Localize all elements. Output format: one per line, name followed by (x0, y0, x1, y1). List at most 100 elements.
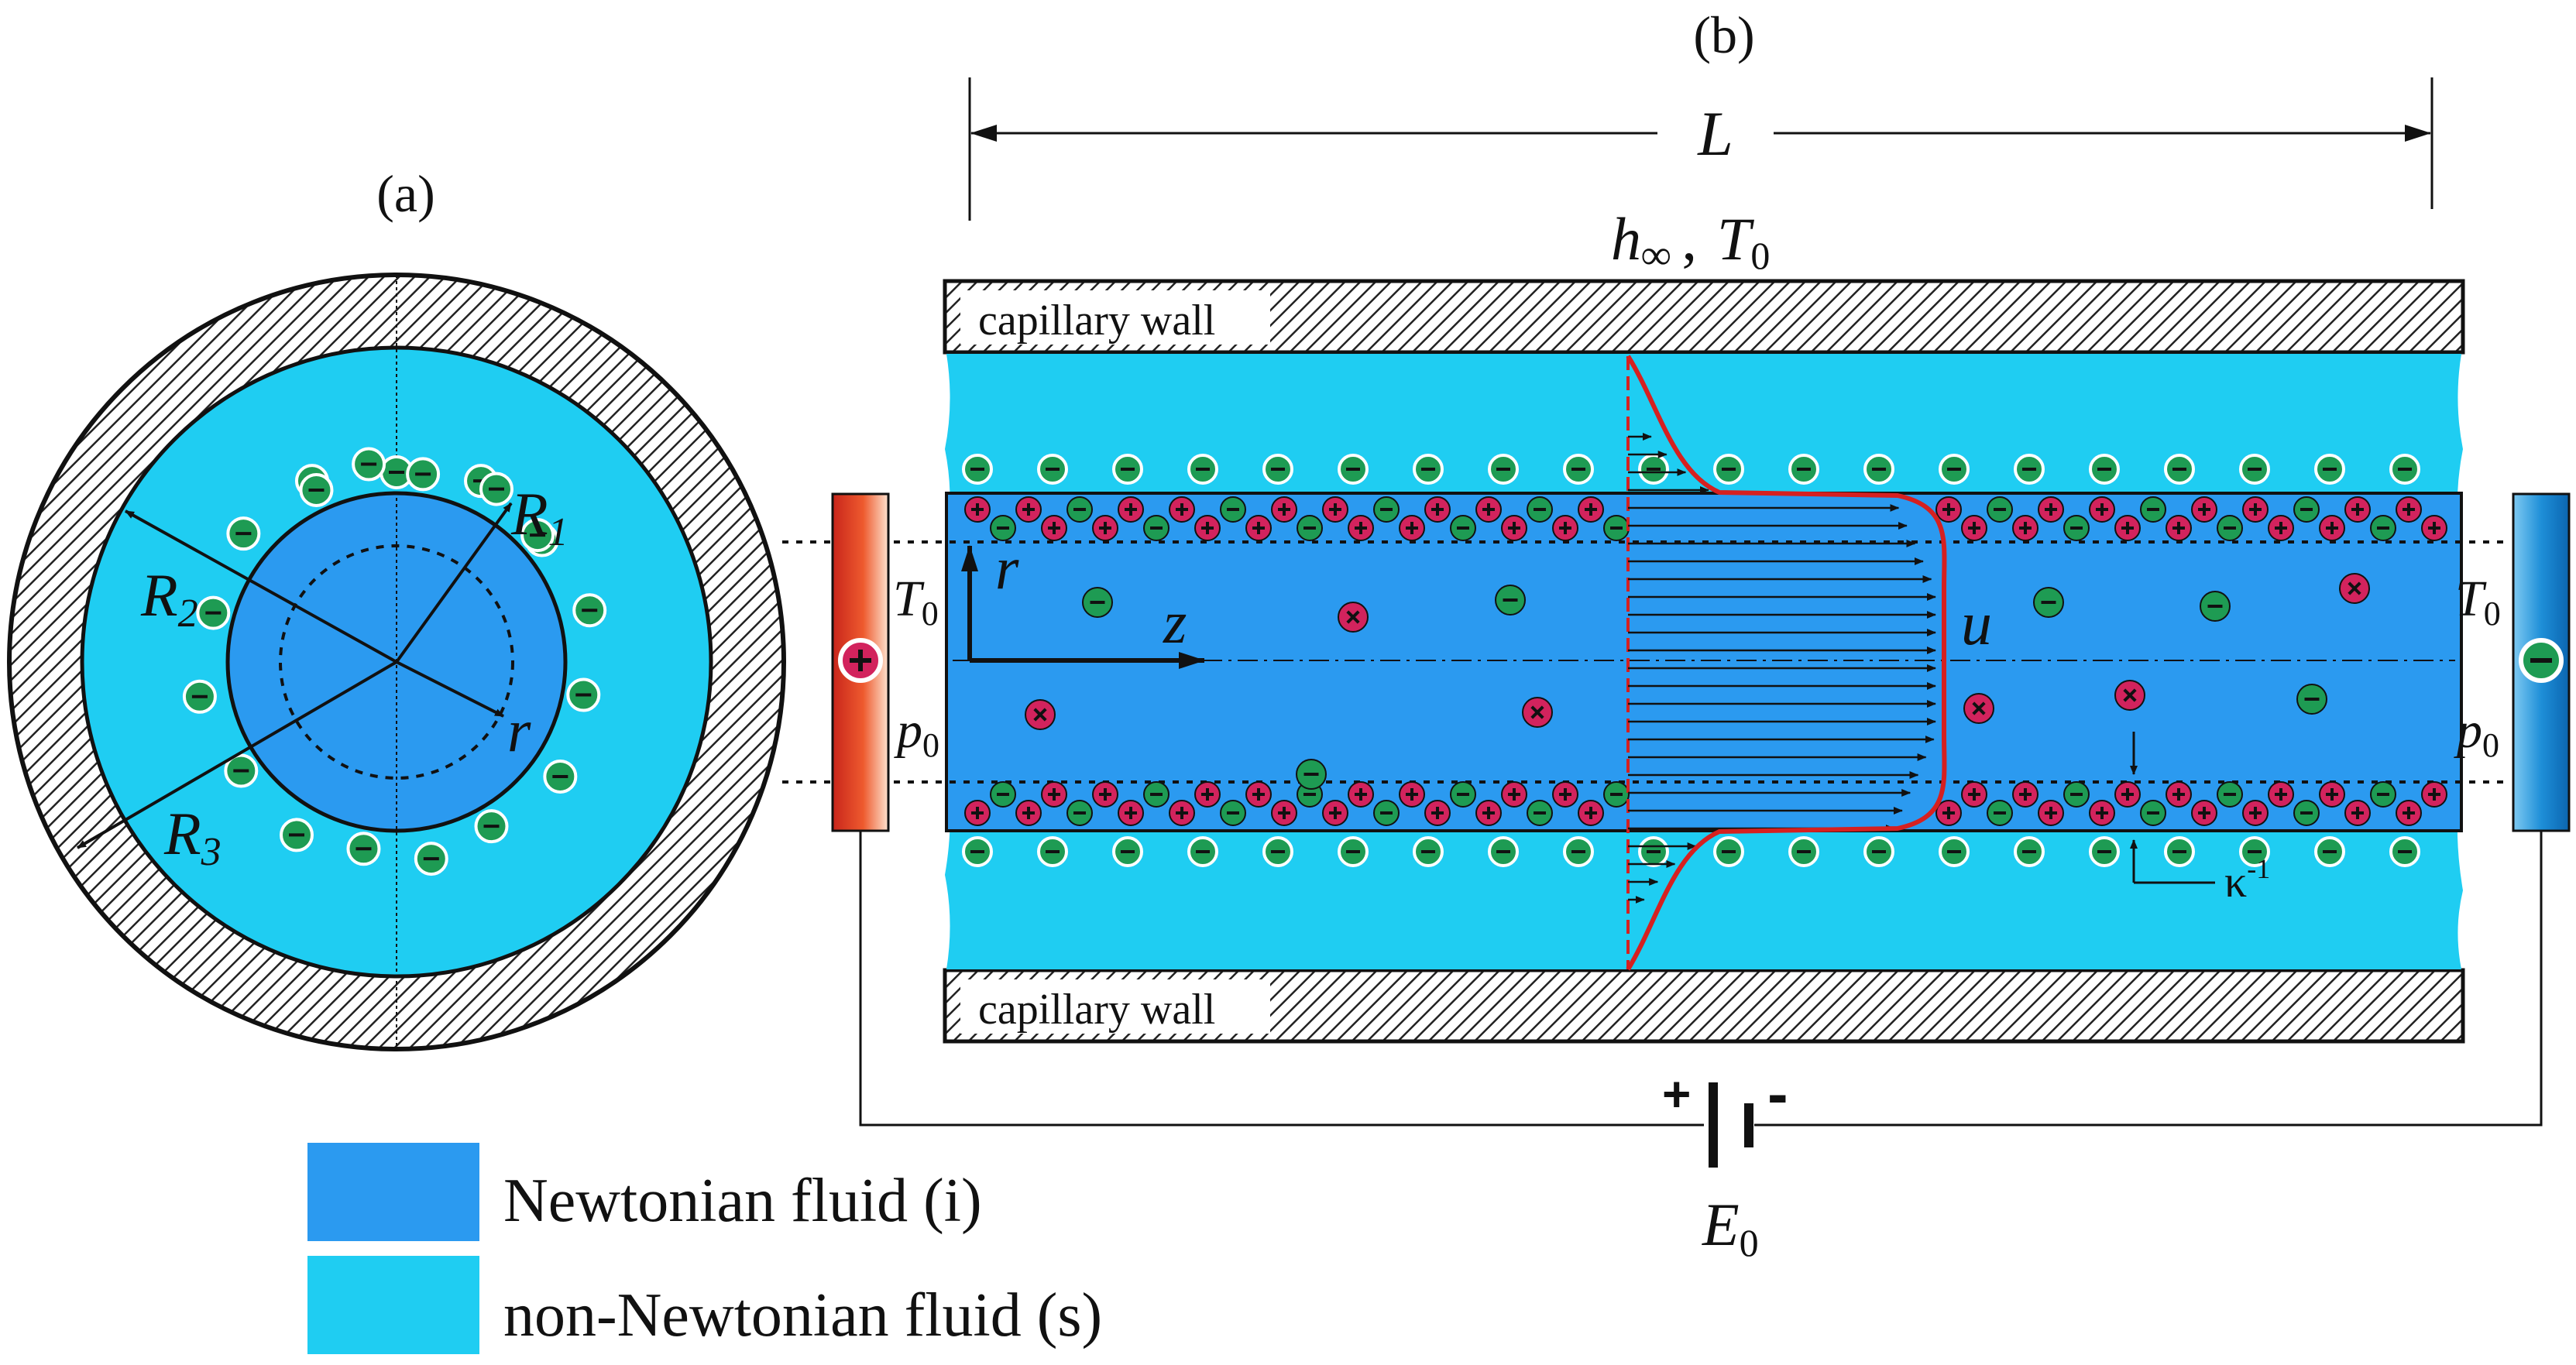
plus-ion-icon (1322, 496, 1348, 523)
minus-ion-icon (1338, 836, 1369, 867)
plus-ion-icon (1475, 800, 1502, 826)
minus-ion-icon (2239, 454, 2270, 485)
minus-ion-icon (1187, 454, 1218, 485)
minus-ion-icon (1338, 454, 1369, 485)
plus-ion-icon (1348, 515, 1374, 541)
minus-ion-icon (2164, 454, 2195, 485)
plus-ion-icon (2166, 515, 2192, 541)
minus-ion-icon (2370, 781, 2396, 808)
plus-ion-icon (1271, 496, 1297, 523)
battery-plus-label: + (1662, 1066, 1691, 1122)
minus-ion-icon (2200, 591, 2231, 622)
minus-ion-icon (346, 832, 381, 866)
minus-ion-icon (1450, 515, 1476, 541)
minus-ion-icon (2063, 515, 2090, 541)
h-inf-T0-label: h∞,T0 (1611, 205, 1770, 278)
plus-ion-icon (2191, 800, 2217, 826)
r-arrow (396, 660, 504, 718)
plus-ion-icon (1338, 602, 1369, 633)
bottom-wall-label-bg (960, 979, 1270, 1034)
plus-ion-icon (1245, 781, 1272, 808)
T0-left-label: T0 (893, 571, 939, 633)
minus-ion-icon (2389, 836, 2420, 867)
minus-ion-icon (1296, 759, 1327, 790)
plus-ion-icon (1092, 515, 1118, 541)
minus-ion-icon (1220, 800, 1246, 826)
kappa-label: κ-1 (2224, 853, 2270, 907)
minus-ion-icon (280, 818, 314, 852)
minus-ion-icon (1373, 496, 1400, 523)
minus-ion-icon (2296, 684, 2327, 715)
L-label: L (1697, 98, 1733, 169)
plus-ion-icon (2089, 800, 2115, 826)
minus-ion-icon (520, 518, 555, 553)
minus-ion-icon (1488, 454, 1519, 485)
minus-ion-icon (1066, 496, 1093, 523)
minus-ion-icon (2033, 587, 2064, 618)
minus-ion-icon (224, 753, 259, 788)
z-axis-label: z (1163, 588, 1187, 656)
minus-ion-icon (2140, 496, 2166, 523)
R3-arrow (76, 660, 398, 849)
plus-ion-icon (1348, 781, 1374, 808)
minus-ion-icon (182, 679, 217, 714)
legend-newtonian-label: Newtonian fluid (i) (503, 1167, 982, 1235)
minus-ion-icon (2164, 836, 2195, 867)
minus-ion-icon (2089, 836, 2120, 867)
plus-ion-icon (1935, 496, 1962, 523)
plus-ion-icon (1015, 800, 1042, 826)
minus-ion-icon (2014, 454, 2045, 485)
battery-minus-label: - (1767, 1059, 1788, 1128)
minus-ion-icon (2217, 515, 2243, 541)
minus-ion-icon (2014, 836, 2045, 867)
plus-ion-icon (1961, 781, 1987, 808)
minus-ion-icon (1527, 496, 1553, 523)
plus-ion-icon (1963, 693, 1994, 724)
R2-label: R2 (140, 561, 198, 636)
minus-ion-icon (226, 516, 261, 551)
R1-arrow (395, 502, 513, 664)
R3-label: R3 (163, 800, 222, 874)
plus-ion-icon (2396, 800, 2422, 826)
minus-ion-icon (352, 447, 386, 482)
plus-ion-icon (2268, 781, 2294, 808)
plus-ion-icon (2344, 496, 2371, 523)
minus-ion-icon (1112, 454, 1143, 485)
panel-b: (b) L h∞,T0 capillary wall capillary wal… (782, 5, 2571, 1264)
plus-ion-icon (1092, 781, 1118, 808)
plus-ion-icon (2089, 496, 2115, 523)
minus-ion-icon (1603, 781, 1630, 808)
right-electrode-minus-icon (2519, 638, 2564, 683)
plus-ion-icon (1578, 800, 1604, 826)
plus-ion-icon (1399, 515, 1425, 541)
plus-ion-icon (1025, 699, 1056, 730)
plus-ion-icon (1118, 800, 1144, 826)
minus-ion-icon (990, 515, 1016, 541)
velocity-profile-curve (1626, 355, 1947, 971)
plus-ion-icon (1961, 515, 1987, 541)
u-label: u (1961, 590, 1992, 658)
minus-ion-icon (1638, 836, 1669, 867)
minus-ion-icon (1527, 800, 1553, 826)
left-electrode-plus-icon (838, 638, 883, 683)
minus-ion-icon (1112, 836, 1143, 867)
E0-label: E0 (1702, 1191, 1759, 1264)
plus-ion-icon (2114, 781, 2141, 808)
plus-ion-icon (1041, 781, 1067, 808)
plus-ion-icon (2268, 515, 2294, 541)
minus-ion-icon (1143, 781, 1170, 808)
minus-ion-icon (1863, 454, 1894, 485)
minus-ion-icon (566, 677, 601, 712)
plus-ion-icon (2242, 496, 2269, 523)
legend-newtonian-swatch (307, 1143, 479, 1241)
minus-ion-icon (1863, 836, 1894, 867)
minus-ion-icon (1037, 836, 1068, 867)
plus-ion-icon (2191, 496, 2217, 523)
minus-ion-icon (1939, 836, 1970, 867)
minus-ion-icon (1788, 454, 1819, 485)
minus-ion-icon (474, 809, 509, 844)
plus-ion-icon (2012, 515, 2038, 541)
p0-right-label: p0 (2454, 702, 2499, 764)
plus-ion-icon (1041, 515, 1067, 541)
